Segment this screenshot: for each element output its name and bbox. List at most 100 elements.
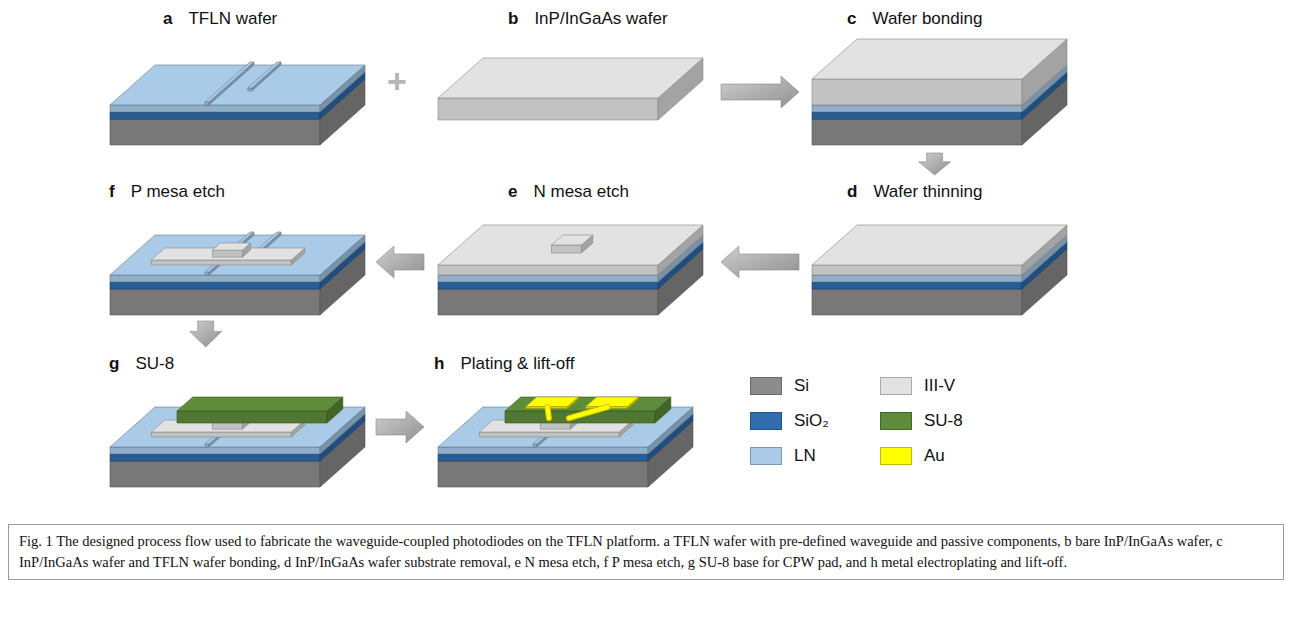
layer-face bbox=[812, 119, 1022, 145]
legend-entry: LN bbox=[750, 446, 816, 466]
figure-caption: Fig. 1 The designed process flow used to… bbox=[8, 524, 1284, 580]
step-heading: c Wafer bonding bbox=[847, 9, 982, 29]
step-letter: g bbox=[109, 354, 119, 373]
step-title: SU-8 bbox=[135, 354, 174, 373]
legend-swatch bbox=[880, 412, 912, 430]
step-letter: e bbox=[508, 182, 517, 201]
flow-arrow bbox=[376, 246, 424, 278]
layer-face bbox=[438, 447, 648, 454]
process-step: d Wafer thinning bbox=[805, 178, 1075, 318]
layer-face bbox=[438, 275, 658, 282]
layer-face bbox=[438, 98, 658, 120]
layer-face bbox=[110, 289, 320, 315]
layer-face bbox=[812, 79, 1022, 105]
legend-entry: Au bbox=[880, 446, 945, 466]
layer-face bbox=[205, 62, 254, 102]
layer-face bbox=[110, 447, 320, 454]
layer-face bbox=[812, 112, 1022, 119]
step-letter: c bbox=[847, 9, 856, 28]
layer-face bbox=[586, 397, 639, 407]
layer-face bbox=[438, 58, 703, 98]
step-letter: h bbox=[434, 354, 444, 373]
layer-face bbox=[205, 444, 209, 447]
legend-text: Si bbox=[794, 376, 809, 396]
process-step: c Wafer bonding bbox=[805, 5, 1075, 150]
layer-face bbox=[812, 105, 1022, 112]
layer-face bbox=[812, 289, 1022, 315]
flow-arrow bbox=[721, 76, 799, 108]
legend-entry: SiO₂ bbox=[750, 411, 829, 431]
process-step: a TFLN wafer bbox=[105, 5, 370, 150]
step-title: N mesa etch bbox=[533, 182, 628, 201]
legend-text: SU-8 bbox=[924, 411, 963, 431]
flow-arrow bbox=[721, 246, 799, 278]
layer-face bbox=[110, 235, 365, 275]
layer-face bbox=[552, 235, 593, 245]
step-heading: g SU-8 bbox=[109, 354, 174, 374]
layer-face bbox=[812, 282, 1022, 289]
layer-face bbox=[110, 65, 365, 105]
layer-face bbox=[110, 275, 320, 282]
legend-entry: III-V bbox=[880, 376, 955, 396]
layer-face bbox=[252, 62, 281, 91]
layer-face bbox=[526, 397, 579, 407]
flow-arrow bbox=[190, 321, 222, 347]
layer-face bbox=[438, 265, 658, 275]
layer-face bbox=[205, 232, 254, 272]
step-letter: b bbox=[508, 9, 518, 28]
layer-face bbox=[438, 289, 658, 315]
step-title: Plating & lift-off bbox=[460, 354, 574, 373]
process-step: e N mesa etch bbox=[430, 178, 715, 318]
process-step: h Plating & lift-off bbox=[430, 350, 715, 490]
step-letter: a bbox=[163, 9, 172, 28]
layer-face bbox=[438, 454, 648, 461]
legend-text: SiO₂ bbox=[794, 411, 829, 431]
legend-swatch bbox=[880, 447, 912, 465]
layer-face bbox=[552, 245, 582, 253]
step-heading: b InP/InGaAs wafer bbox=[508, 9, 668, 29]
legend-swatch bbox=[750, 447, 782, 465]
step-letter: d bbox=[847, 182, 857, 201]
layer-face bbox=[812, 275, 1022, 282]
legend-entry: Si bbox=[750, 376, 809, 396]
step-title: TFLN wafer bbox=[188, 9, 277, 28]
layer-face bbox=[533, 444, 537, 447]
legend-text: III-V bbox=[924, 376, 955, 396]
step-title: P mesa etch bbox=[131, 182, 225, 201]
flow-arrow bbox=[376, 411, 424, 443]
layer-face bbox=[110, 112, 320, 119]
step-heading: d Wafer thinning bbox=[847, 182, 982, 202]
layer-face bbox=[110, 105, 320, 112]
step-title: InP/InGaAs wafer bbox=[534, 9, 667, 28]
step-title: Wafer thinning bbox=[873, 182, 982, 201]
process-step: g SU-8 bbox=[105, 350, 370, 490]
step-letter: f bbox=[109, 182, 115, 201]
au-trace bbox=[548, 407, 549, 418]
process-step: f P mesa etch bbox=[105, 178, 370, 318]
legend-text: LN bbox=[794, 446, 816, 466]
layer-face bbox=[151, 260, 291, 265]
layer-face bbox=[205, 272, 209, 275]
layer-face bbox=[812, 225, 1067, 265]
layer-face bbox=[177, 411, 327, 423]
layer-face bbox=[438, 225, 703, 265]
legend-text: Au bbox=[924, 446, 945, 466]
layer-face bbox=[209, 62, 254, 105]
step-heading: a TFLN wafer bbox=[163, 9, 277, 29]
legend-swatch bbox=[750, 377, 782, 395]
au-trace bbox=[569, 407, 608, 418]
layer-face bbox=[151, 432, 291, 437]
layer-face bbox=[110, 119, 320, 145]
layer-face bbox=[438, 461, 648, 487]
layer-face bbox=[505, 397, 671, 411]
layer-face bbox=[110, 282, 320, 289]
step-heading: e N mesa etch bbox=[508, 182, 629, 202]
step-heading: f P mesa etch bbox=[109, 182, 225, 202]
plus-sign: + bbox=[387, 62, 407, 101]
step-title: Wafer bonding bbox=[872, 9, 982, 28]
layer-face bbox=[205, 102, 209, 105]
legend-swatch bbox=[880, 377, 912, 395]
layer-face bbox=[212, 250, 242, 257]
layer-face bbox=[110, 454, 320, 461]
au-trace bbox=[548, 407, 549, 418]
